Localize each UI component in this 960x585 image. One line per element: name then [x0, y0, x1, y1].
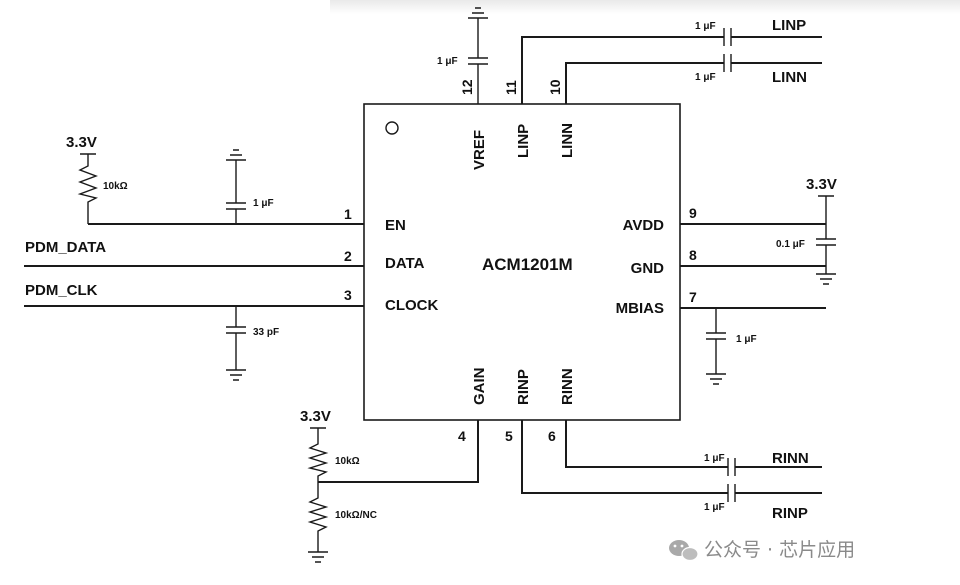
pin-name-gain: GAIN [471, 368, 488, 406]
pin-number-7: 7 [689, 289, 697, 305]
value-gain-r-bottom: 10kΩ/NC [335, 510, 377, 521]
rinp-wire [521, 420, 728, 494]
avdd-supply-rail [818, 195, 834, 224]
value-mbias-cap: 1 μF [736, 334, 757, 345]
chip-body [363, 103, 681, 421]
mbias-capacitor [706, 308, 726, 385]
net-rinp: RINP [772, 505, 808, 522]
net-pdm-clk: PDM_CLK [25, 282, 98, 299]
pin-number-2: 2 [344, 248, 352, 264]
pin-name-data: DATA [385, 255, 425, 272]
value-linn-cap: 1 μF [695, 72, 716, 83]
pin-number-3: 3 [344, 287, 352, 303]
pin-name-linp: LINP [515, 124, 532, 158]
pin-number-11: 11 [503, 80, 519, 95]
pin-number-12: 12 [459, 79, 475, 95]
pin-number-8: 8 [689, 247, 697, 263]
value-linp-cap: 1 μF [695, 21, 716, 32]
value-rinn-cap: 1 μF [704, 453, 725, 464]
linp-wire [521, 36, 724, 104]
pin-number-9: 9 [689, 205, 697, 221]
net-linp: LINP [772, 17, 806, 34]
watermark-text: 公众号 · 芯片应用 [704, 539, 855, 561]
value-en-cap: 1 μF [253, 198, 274, 209]
gain-resistor-bottom [307, 482, 329, 563]
pin-number-1: 1 [344, 206, 352, 222]
value-avdd-cap: 0.1 μF [776, 239, 805, 250]
gain-wire [318, 420, 479, 483]
value-en-pullup: 10kΩ [103, 181, 128, 192]
pin-number-6: 6 [548, 428, 556, 444]
net-rinn: RINN [772, 450, 809, 467]
linp-capacitor [723, 28, 732, 46]
pin-name-mbias: MBIAS [616, 300, 664, 317]
pin-name-vref: VREF [471, 130, 488, 170]
wechat-icon [669, 540, 699, 562]
net-supply-avdd: 3.3V [806, 176, 837, 193]
value-vref-cap: 1 μF [437, 56, 458, 67]
pin-name-en: EN [385, 217, 406, 234]
pin-name-gnd: GND [631, 260, 665, 277]
rinn-wire [565, 420, 728, 468]
pin-name-avdd: AVDD [623, 217, 665, 234]
avdd-capacitor [816, 224, 836, 266]
net-supply-en: 3.3V [66, 134, 97, 151]
value-clk-cap: 33 pF [253, 327, 279, 338]
linn-capacitor [723, 54, 732, 72]
en-pullup-resistor [77, 153, 99, 224]
gain-resistor-top [307, 427, 329, 482]
en-capacitor [226, 149, 246, 224]
pin-name-rinn: RINN [559, 368, 576, 405]
pin-name-clock: CLOCK [385, 297, 438, 314]
pin-name-linn: LINN [559, 123, 576, 158]
pin-name-rinp: RINP [515, 369, 532, 405]
pin-number-4: 4 [458, 428, 466, 444]
pin1-marker [385, 121, 399, 135]
net-pdm-data: PDM_DATA [25, 239, 106, 256]
rinn-capacitor [727, 458, 736, 476]
vref-capacitor [468, 7, 488, 104]
value-rinp-cap: 1 μF [704, 502, 725, 513]
part-number: ACM1201M [482, 255, 573, 274]
value-gain-r-top: 10kΩ [335, 456, 360, 467]
linn-wire [565, 62, 724, 104]
net-linn: LINN [772, 69, 807, 86]
gnd-symbol [816, 266, 836, 285]
pin-number-10: 10 [547, 79, 563, 95]
clock-capacitor [226, 306, 246, 381]
rinp-capacitor [727, 484, 736, 502]
pin-number-5: 5 [505, 428, 513, 444]
net-supply-gain: 3.3V [300, 408, 331, 425]
top-shadow-bar [330, 0, 960, 14]
